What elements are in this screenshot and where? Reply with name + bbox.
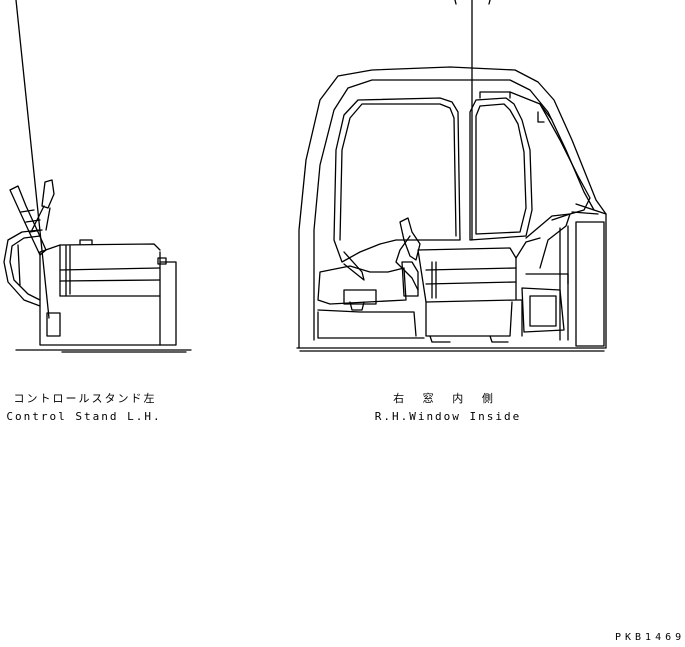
- label-plate-marker: [47, 313, 60, 336]
- label-marker: [538, 112, 544, 122]
- cab-left-console: [318, 266, 406, 304]
- control-lever: [10, 186, 46, 255]
- control-stand-box: [40, 252, 160, 345]
- control-stand-label-jp: コントロールスタンド左: [13, 392, 157, 405]
- cab-illustration: [297, 0, 606, 351]
- cab-seat: [418, 248, 516, 302]
- cab-outline: [299, 67, 606, 348]
- control-stand-label-en: Control Stand L.H.: [6, 410, 162, 423]
- left-leader-line: [16, 0, 49, 318]
- drawing-code: PKB1469: [615, 632, 685, 643]
- cab-side-panel: [576, 222, 604, 346]
- side-handrail: [4, 230, 40, 306]
- cab-left-window: [334, 98, 460, 262]
- window-label-jp: 右 窓 内 側: [393, 392, 499, 405]
- control-stand-floor: [16, 350, 191, 352]
- control-stand-illustration: [4, 0, 191, 352]
- window-label-en: R.H.Window Inside: [374, 410, 522, 423]
- cab-right-window: [470, 98, 532, 240]
